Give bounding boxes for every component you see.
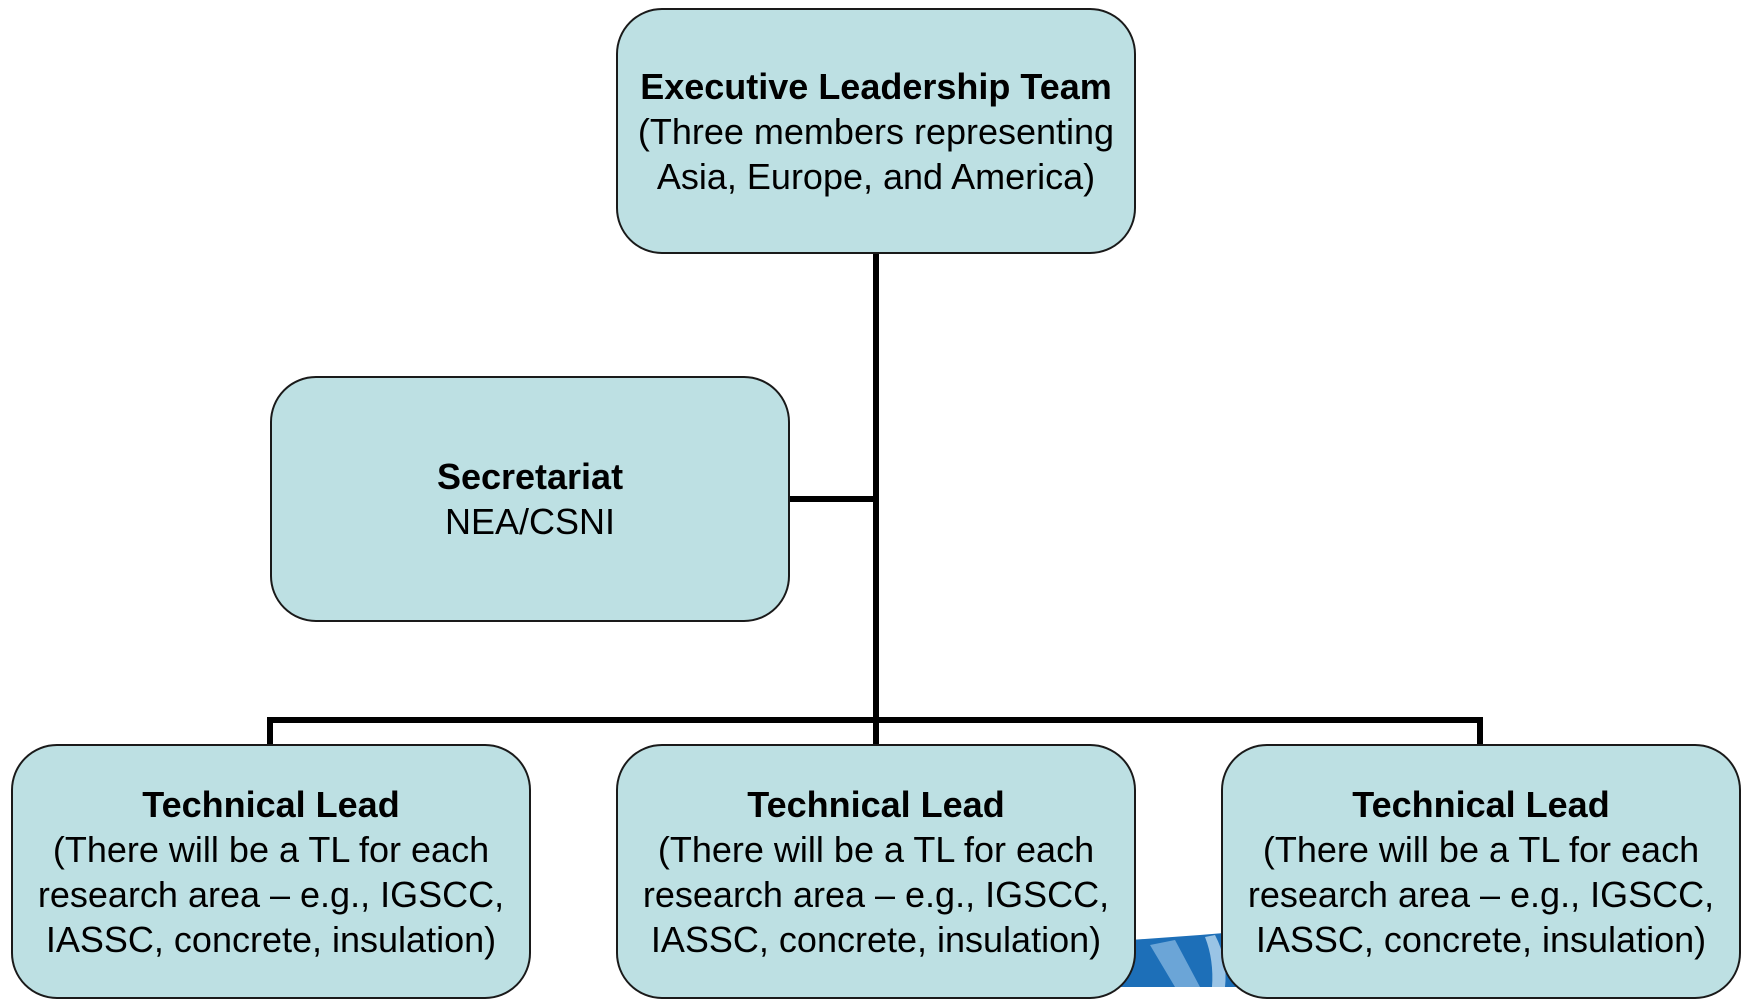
executive-title: Executive Leadership Team xyxy=(640,65,1112,107)
secretariat-description: NEA/CSNI xyxy=(444,501,616,542)
technical-lead-box: Technical Lead (There will be a TL for e… xyxy=(1221,744,1741,999)
secretariat-title: Secretariat xyxy=(436,456,624,497)
technical-lead-description: (There will be a TL for each research ar… xyxy=(1247,829,1715,960)
technical-lead-description: (There will be a TL for each research ar… xyxy=(642,829,1110,960)
technical-lead-title: Technical Lead xyxy=(142,784,400,825)
technical-lead-box: Technical Lead (There will be a TL for e… xyxy=(616,744,1136,999)
secretariat-box: Secretariat NEA/CSNI xyxy=(270,376,790,622)
technical-lead-title: Technical Lead xyxy=(747,784,1005,825)
technical-lead-box: Technical Lead (There will be a TL for e… xyxy=(11,744,531,999)
technical-lead-description: (There will be a TL for each research ar… xyxy=(37,829,505,960)
executive-leadership-box: Executive Leadership Team (Three members… xyxy=(616,8,1136,254)
technical-lead-title: Technical Lead xyxy=(1352,784,1610,825)
executive-description: (Three members representing Asia, Europe… xyxy=(637,110,1115,197)
